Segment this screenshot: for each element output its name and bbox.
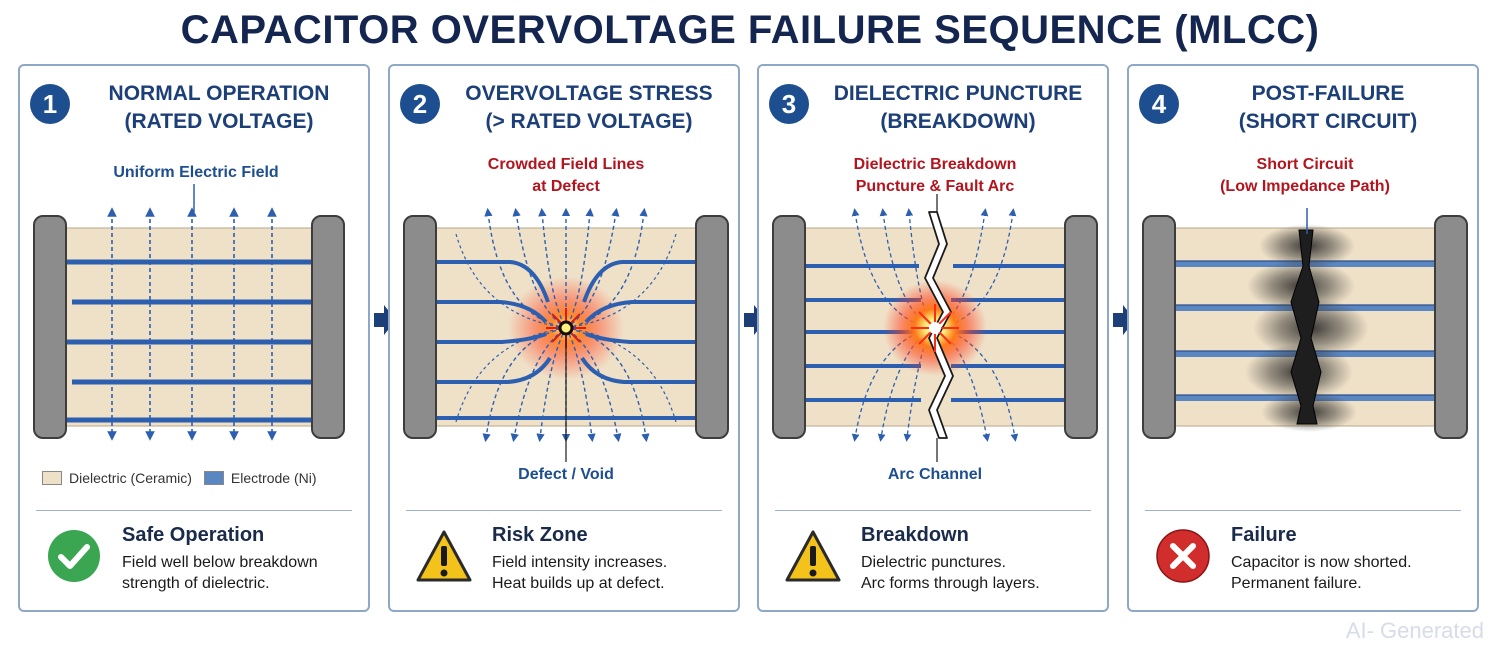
capacitor-diagram-normal [33, 184, 345, 441]
check-icon [48, 530, 100, 582]
step-number-badge: 4 [1139, 84, 1179, 124]
annotation-uniform-field: Uniform Electric Field [113, 164, 279, 181]
annotation-breakdown-arc: Dielectric Breakdown Puncture & Fault Ar… [853, 156, 1017, 195]
legend: Dielectric (Ceramic) Electrode (Ni) [42, 470, 317, 486]
watermark: AI- Generated [1345, 618, 1484, 643]
status-heading: Safe Operation [122, 524, 265, 546]
annotation-defect-void: Defect / Void [518, 466, 614, 483]
panel-title: NORMAL OPERATION (RATED VOLTAGE) [108, 82, 330, 133]
capacitor-diagram-breakdown [772, 194, 1098, 462]
status-description: Field intensity increases. Heat builds u… [492, 554, 668, 592]
status-description: Field well below breakdown strength of d… [122, 554, 318, 592]
annotation-crowded-field: Crowded Field Lines at Defect [487, 156, 645, 195]
status-description: Dielectric punctures. Arc forms through … [861, 554, 1040, 592]
divider [36, 510, 352, 511]
status-description: Capacitor is now shorted. Permanent fail… [1231, 554, 1412, 592]
dielectric-swatch [42, 471, 62, 485]
capacitor-diagram-stress [403, 207, 729, 462]
electrode-swatch [203, 471, 224, 485]
annotation-arc-channel: Arc Channel [887, 466, 983, 483]
chevron-right-icon [374, 305, 396, 335]
error-x-icon [1156, 529, 1210, 583]
panel-title: POST-FAILURE (SHORT CIRCUIT) [1238, 82, 1418, 133]
divider [775, 510, 1091, 511]
panel-title: DIELECTRIC PUNCTURE (BREAKDOWN) [833, 82, 1083, 133]
panel-title: OVERVOLTAGE STRESS (> RATED VOLTAGE) [465, 82, 713, 133]
step-number-badge: 2 [400, 84, 440, 124]
step-number-badge: 1 [30, 84, 70, 124]
step-number-badge: 3 [769, 84, 809, 124]
warning-icon [785, 530, 841, 582]
panel-dielectric-puncture: 3 DIELECTRIC PUNCTURE (BREAKDOWN) Dielec… [757, 64, 1109, 612]
divider [1145, 510, 1461, 511]
status-heading: Failure [1231, 524, 1297, 546]
warning-icon [416, 530, 472, 582]
capacitor-diagram-shorted [1142, 208, 1468, 439]
panel-post-failure: 4 POST-FAILURE (SHORT CIRCUIT) Short Cir… [1127, 64, 1479, 612]
panel-overvoltage-stress: 2 OVERVOLTAGE STRESS (> RATED VOLTAGE) C… [388, 64, 740, 612]
legend-electrode-label: Electrode (Ni) [230, 470, 317, 486]
annotation-short-circuit: Short Circuit (Low Impedance Path) [1220, 156, 1390, 195]
status-heading: Risk Zone [492, 524, 588, 546]
legend-dielectric-label: Dielectric (Ceramic) [69, 470, 192, 486]
chevron-right-icon [1113, 305, 1135, 335]
chevron-right-icon [744, 305, 766, 335]
status-heading: Breakdown [861, 524, 969, 546]
page-title: CAPACITOR OVERVOLTAGE FAILURE SEQUENCE (… [180, 8, 1320, 52]
panel-normal-operation: 1 NORMAL OPERATION (RATED VOLTAGE) Unifo… [18, 64, 370, 612]
divider [406, 510, 722, 511]
